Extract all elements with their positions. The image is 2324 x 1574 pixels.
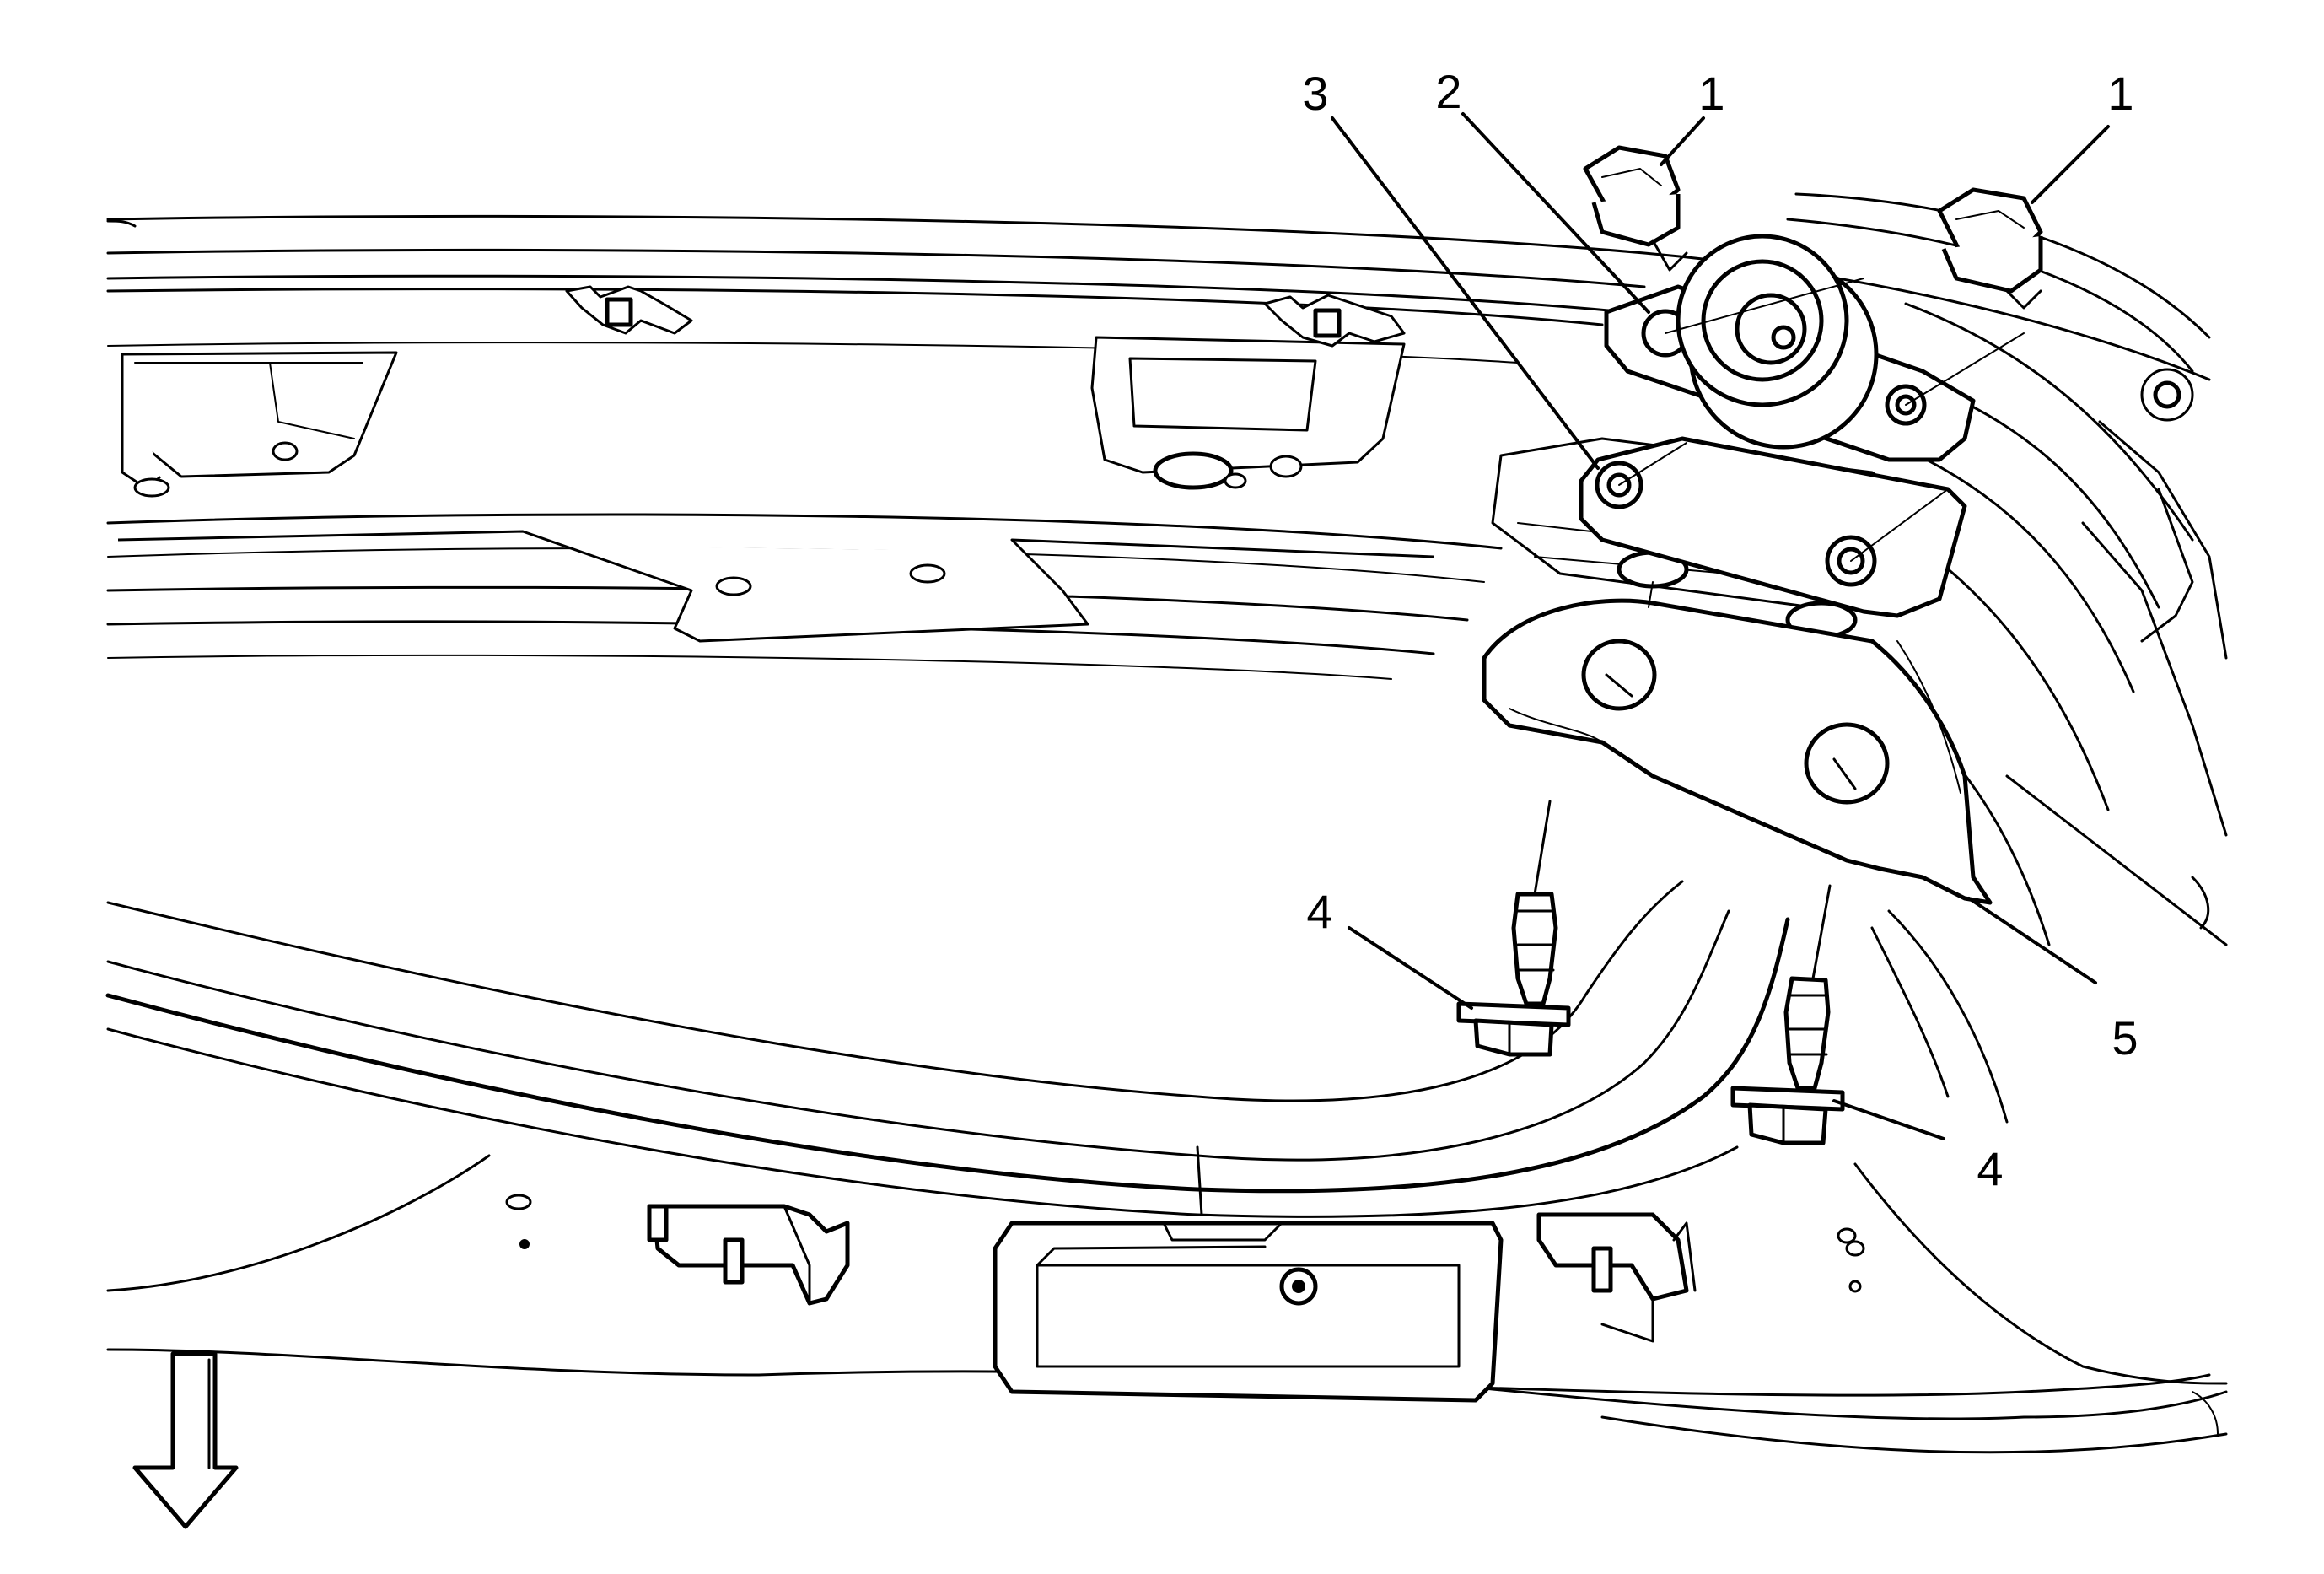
callout-3: 3 — [1302, 67, 1328, 120]
nut-alignment-line-left — [1665, 278, 1864, 334]
upper-shield-plate — [117, 530, 1434, 643]
leader-4-right — [1832, 1099, 1945, 1140]
callout-leaders — [1331, 112, 2110, 1140]
callout-1-right: 1 — [2107, 67, 2133, 120]
callout-1-left: 1 — [1698, 67, 1724, 120]
part-4-bolt-left — [1456, 800, 1571, 1057]
part-5-mounting-bracket — [1482, 598, 1993, 905]
upper-bracket-center — [1090, 336, 1406, 490]
bolt-alignment-line — [1648, 581, 1654, 608]
retainer-clip-left — [565, 285, 693, 335]
callout-4-right: 4 — [1977, 1142, 2003, 1195]
upper-bracket-left — [121, 351, 398, 498]
lower-bracket-right — [1536, 1212, 1697, 1343]
plate-alignment-line-right — [1850, 488, 1949, 562]
leader-1-left — [1660, 116, 1705, 166]
leader-4-left — [1348, 926, 1473, 1010]
plate-alignment-line-left — [1618, 442, 1687, 486]
lower-license-bracket — [993, 1221, 1504, 1403]
callout-2: 2 — [1435, 65, 1461, 118]
part-3-plate — [1579, 436, 1967, 618]
lower-bumper-fascia — [105, 880, 2009, 1218]
part-1-nut-left — [1583, 145, 1688, 272]
callout-labels: 1 1 2 3 4 4 5 — [1302, 65, 2138, 1195]
leader-5 — [1967, 897, 2097, 984]
leader-2 — [1461, 112, 1650, 314]
callout-4-left: 4 — [1306, 885, 1332, 938]
leader-3 — [1331, 116, 1600, 470]
part-4-bolt-right — [1730, 884, 1845, 1145]
part-1-nut-right — [1937, 187, 2043, 310]
retainer-clip-right — [1263, 294, 1406, 348]
leader-1-right — [2031, 125, 2110, 204]
nut-alignment-line-right — [1905, 332, 2025, 406]
bumper-stop — [1676, 234, 1879, 450]
lower-bracket-left — [647, 1204, 850, 1306]
down-arrow-icon — [132, 1351, 239, 1529]
lower-fascia-details — [505, 1194, 1865, 1293]
callout-5: 5 — [2112, 1011, 2138, 1065]
